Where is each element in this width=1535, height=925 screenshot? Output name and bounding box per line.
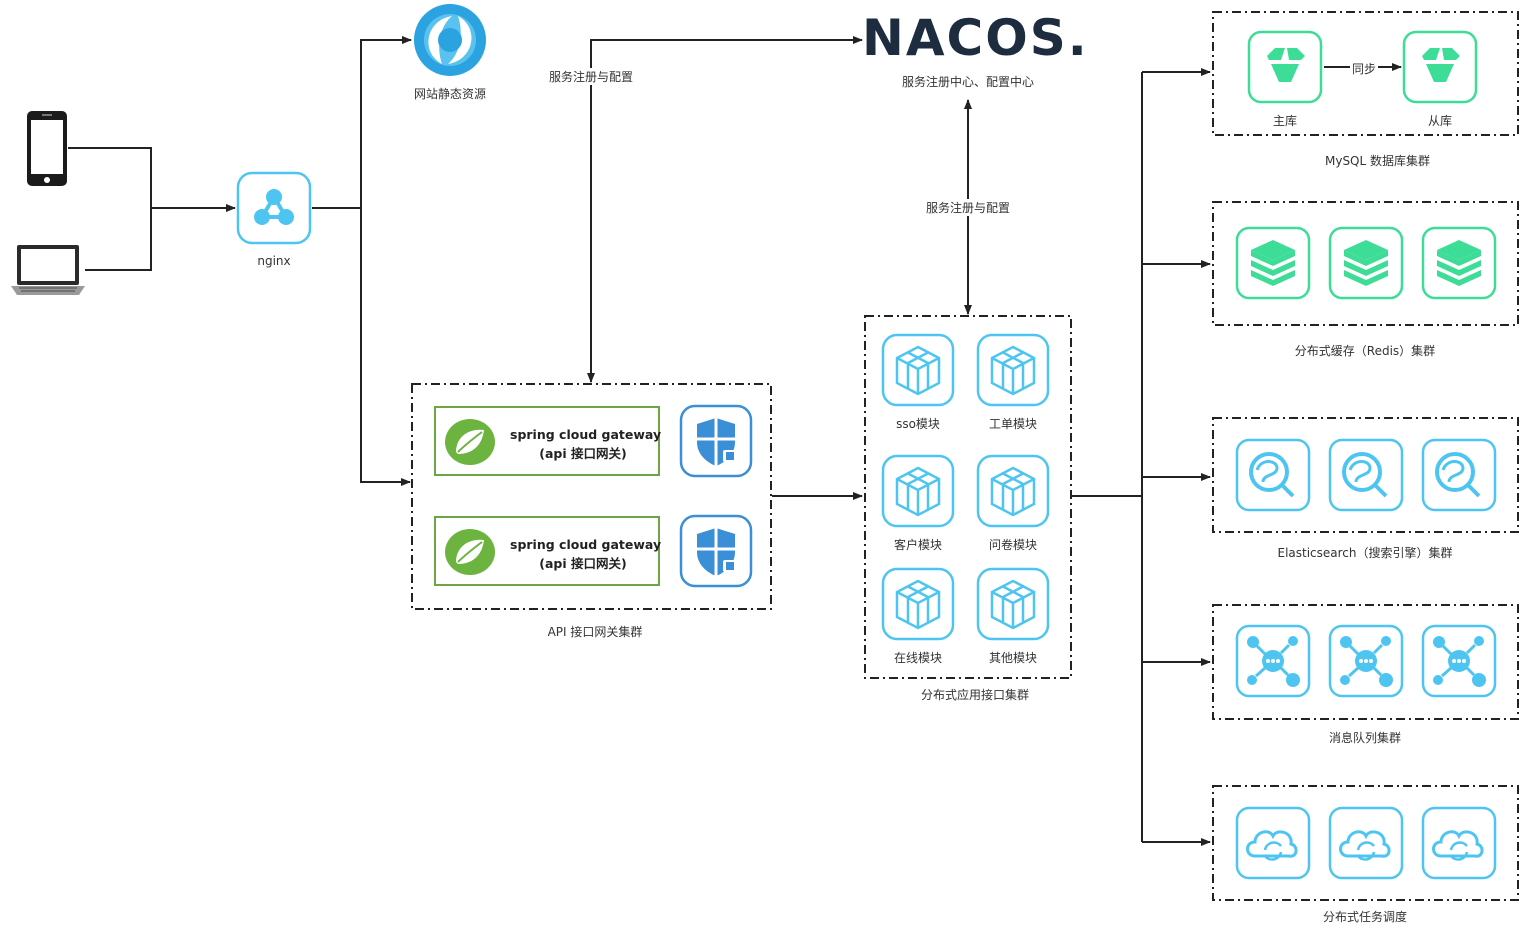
gateway-subtitle: (api 接口网关) — [539, 446, 627, 461]
gateway-title: spring cloud gateway — [510, 427, 662, 442]
module-label: 问卷模块 — [988, 538, 1037, 552]
redis-node-icon[interactable] — [1235, 226, 1311, 304]
mq-cluster-label: 消息队列集群 — [1328, 731, 1401, 745]
module-cube-icon[interactable] — [881, 333, 955, 411]
mysql-cluster-label: MySQL 数据库集群 — [1324, 154, 1431, 168]
mobile-phone-icon — [27, 111, 67, 186]
module-cube-icon[interactable] — [881, 567, 955, 645]
gateway-nacos-line — [590, 36, 863, 382]
gateway-cluster-box — [411, 383, 772, 610]
es-cluster-box — [1212, 417, 1519, 533]
module-label: 其他模块 — [988, 651, 1037, 665]
module-cube-icon[interactable] — [976, 454, 1050, 532]
gateway-nacos-label: 服务注册与配置 — [541, 68, 641, 85]
gateway-node-2[interactable]: spring cloud gateway (api 接口网关) — [434, 516, 662, 586]
gateway-node-1[interactable]: spring cloud gateway (api 接口网关) — [434, 406, 662, 476]
redis-cluster-label: 分布式缓存（Redis）集群 — [1294, 344, 1436, 358]
security-shield-icon[interactable] — [679, 404, 753, 478]
elasticsearch-node-icon[interactable] — [1328, 438, 1404, 516]
module-label: sso模块 — [896, 417, 940, 431]
message-queue-node-icon[interactable] — [1235, 624, 1311, 702]
module-cube-icon[interactable] — [976, 567, 1050, 645]
module-label: 工单模块 — [988, 417, 1037, 431]
app-cluster-box — [864, 315, 1072, 679]
redis-node-icon[interactable] — [1421, 226, 1497, 304]
gateway-cluster-label: API 接口网关集群 — [547, 625, 643, 639]
mq-cluster-box — [1212, 604, 1519, 720]
message-queue-node-icon[interactable] — [1328, 624, 1404, 702]
gateway-subtitle: (api 接口网关) — [539, 556, 627, 571]
spring-leaf-icon — [445, 529, 495, 575]
nacos-label: 服务注册中心、配置中心 — [901, 75, 1034, 89]
laptop-icon — [11, 245, 85, 295]
gateway-title: spring cloud gateway — [510, 537, 662, 552]
message-queue-node-icon[interactable] — [1421, 624, 1497, 702]
sync-label: 同步 — [1351, 62, 1376, 76]
redis-cluster-box — [1212, 201, 1519, 326]
mysql-cluster-box — [1212, 11, 1519, 136]
nginx-icon[interactable] — [236, 171, 312, 245]
security-shield-icon[interactable] — [679, 514, 753, 588]
module-label: 在线模块 — [893, 651, 942, 665]
mysql-slave-icon[interactable] — [1402, 30, 1478, 104]
module-label: 客户模块 — [893, 538, 942, 552]
jobs-cluster-box — [1212, 785, 1519, 901]
module-cube-icon[interactable] — [976, 333, 1050, 411]
static-resource-icon[interactable] — [412, 2, 490, 78]
redis-node-icon[interactable] — [1328, 226, 1404, 304]
scheduler-node-icon[interactable] — [1328, 806, 1404, 884]
elasticsearch-node-icon[interactable] — [1235, 438, 1311, 516]
scheduler-node-icon[interactable] — [1235, 806, 1311, 884]
nginx-label: nginx — [257, 254, 291, 268]
master-label: 主库 — [1272, 114, 1297, 128]
jobs-cluster-label: 分布式任务调度 — [1322, 910, 1407, 924]
app-cluster-label: 分布式应用接口集群 — [920, 688, 1029, 702]
module-cube-icon[interactable] — [881, 454, 955, 532]
nacos-logo[interactable]: NACOS. — [862, 9, 1089, 67]
nginx-to-gateway-arrow — [360, 208, 411, 486]
mysql-master-icon[interactable] — [1247, 30, 1323, 104]
apps-nacos-label: 服务注册与配置 — [918, 199, 1018, 216]
es-cluster-label: Elasticsearch（搜索引擎）集群 — [1277, 546, 1453, 560]
static-label: 网站静态资源 — [413, 87, 486, 101]
elasticsearch-node-icon[interactable] — [1421, 438, 1497, 516]
spring-leaf-icon — [445, 419, 495, 465]
slave-label: 从库 — [1427, 114, 1452, 128]
scheduler-node-icon[interactable] — [1421, 806, 1497, 884]
nginx-to-static-arrow — [360, 36, 412, 208]
